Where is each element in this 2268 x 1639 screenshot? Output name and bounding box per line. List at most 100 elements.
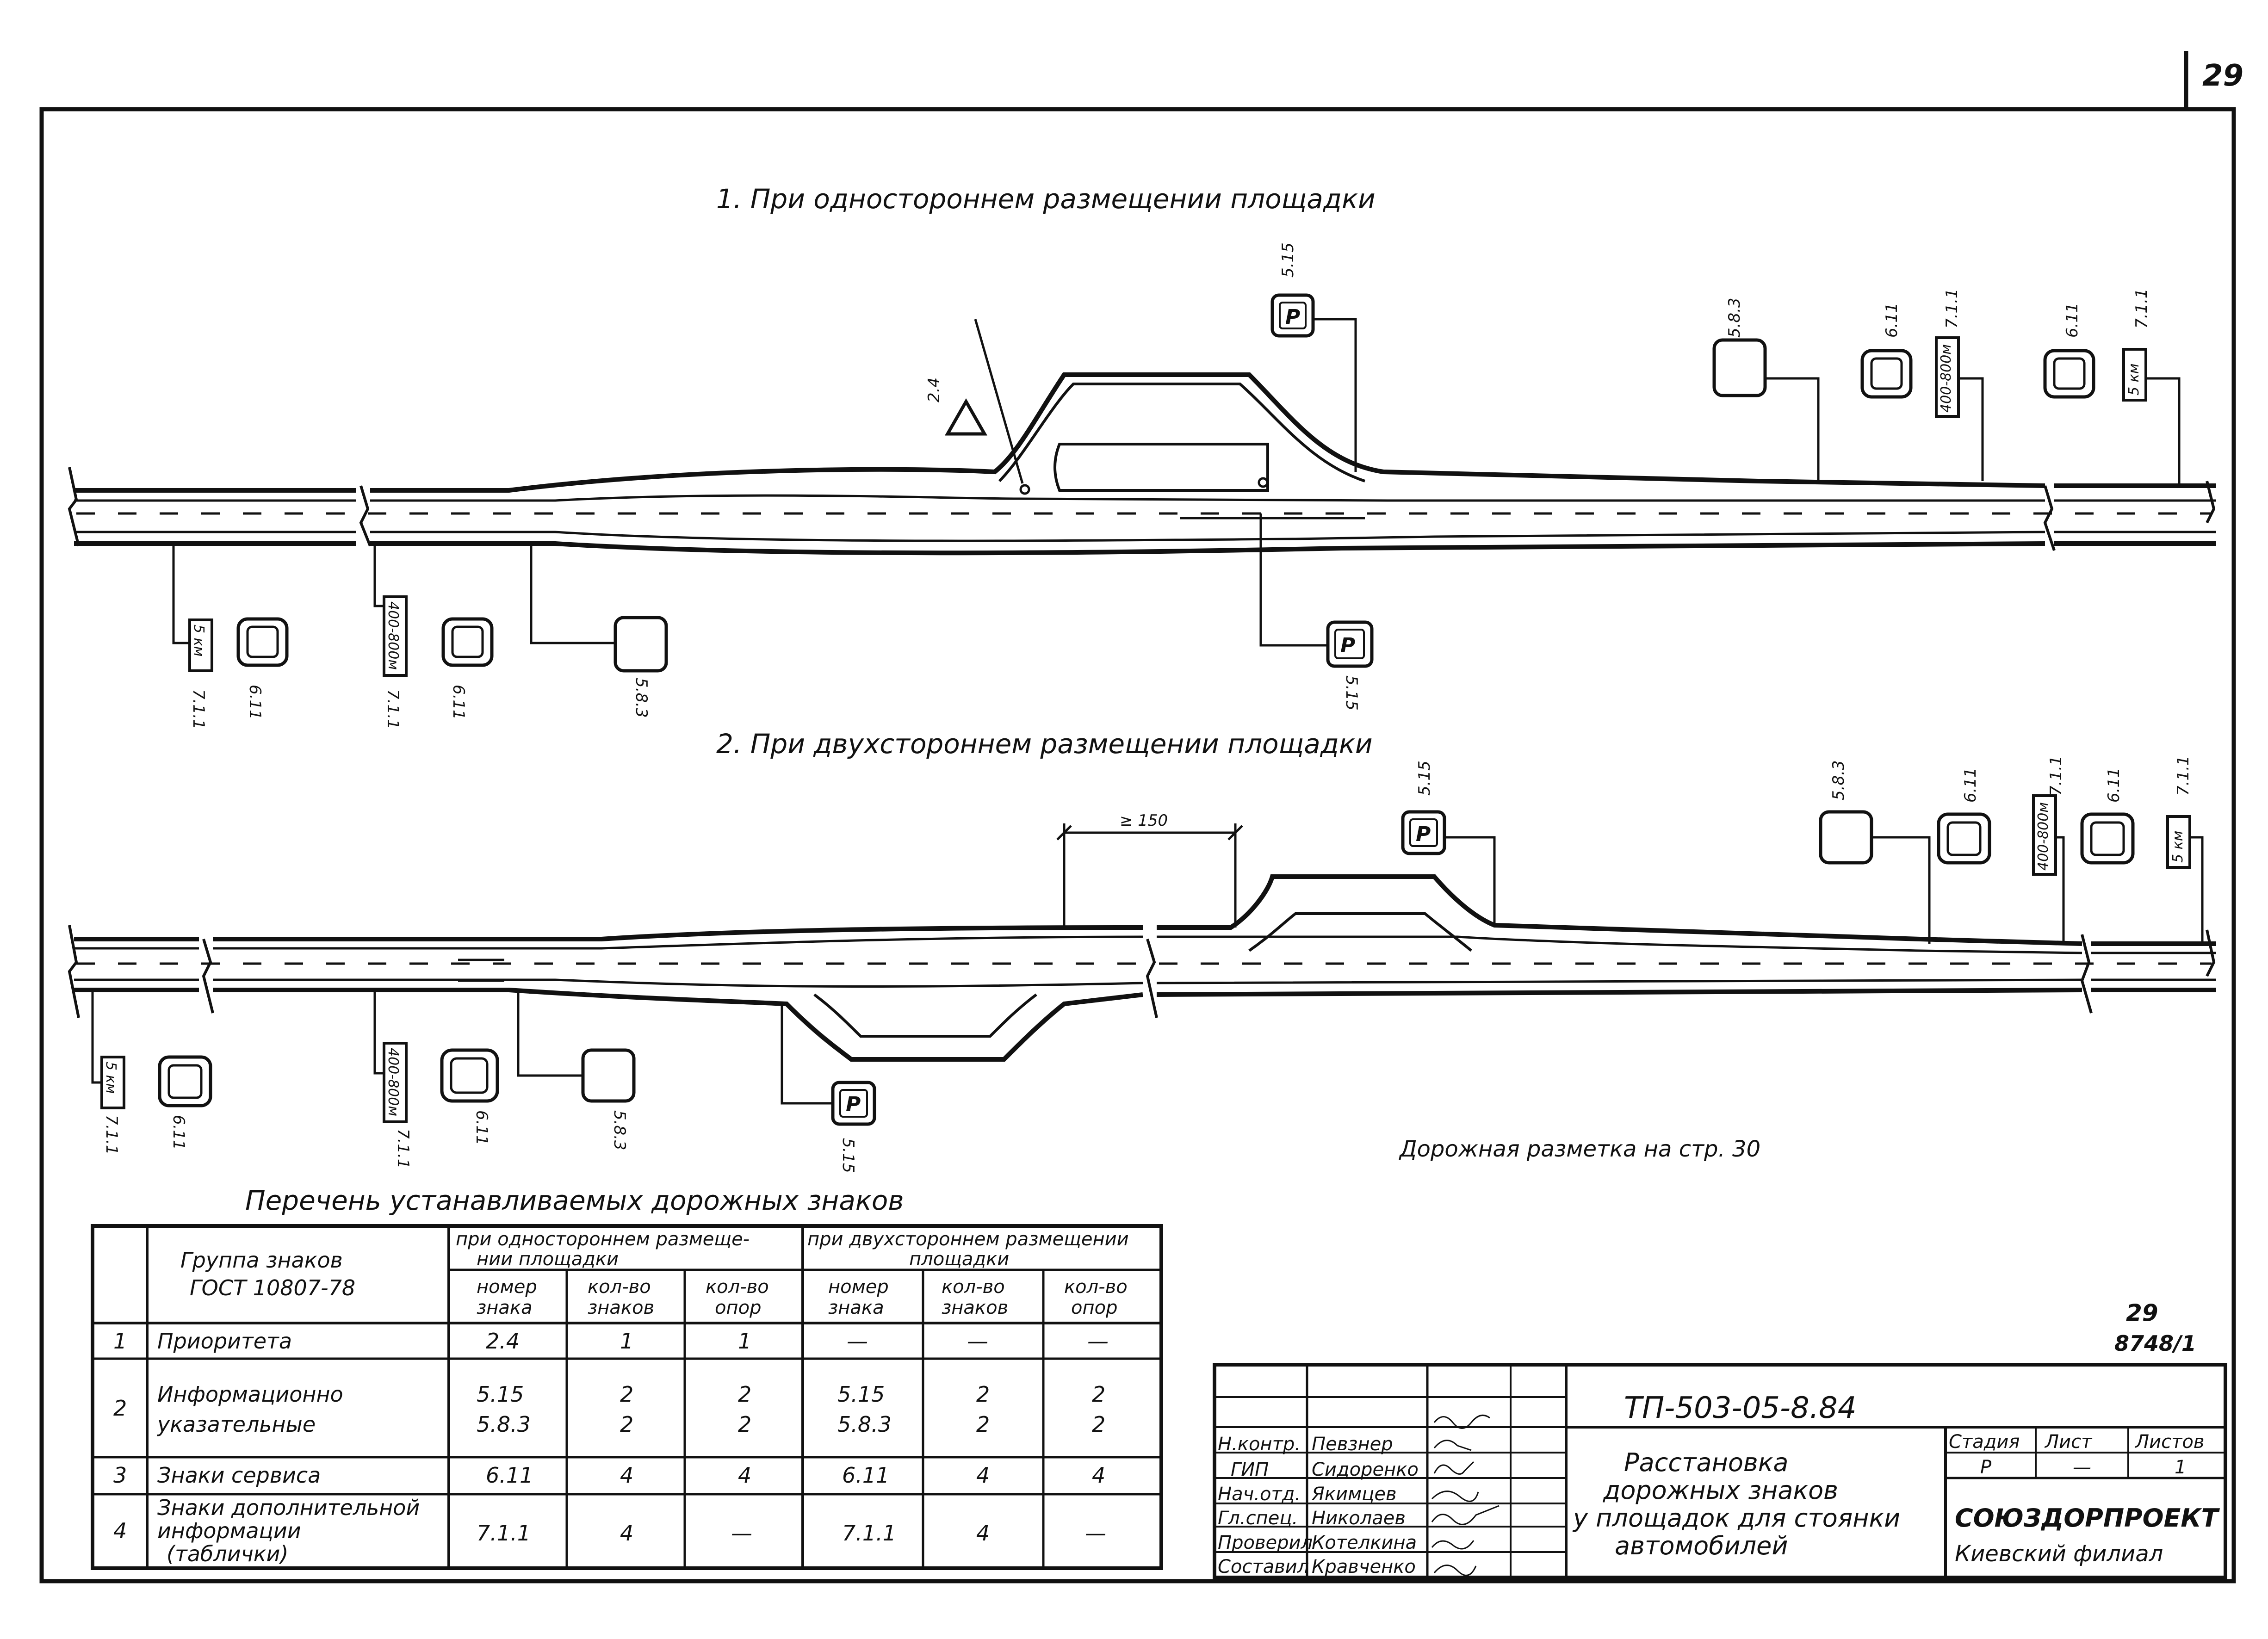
table-header-two-side-l2: площадки: [909, 1249, 1009, 1270]
row4-a-signs: 4: [620, 1521, 633, 1546]
scheme1-sign-5-8-3-bot: 5.8.3: [530, 544, 668, 718]
staff-name-3: Якимцев: [1311, 1484, 1397, 1505]
scheme1-sign-6-11-top-b: 5 км 6.11 7.1.1: [2043, 288, 2181, 483]
sign2-5-15-bot-label: 5.15: [839, 1138, 857, 1173]
sign-table-title: Перечень устанавливаемых дорожных знаков: [245, 1185, 904, 1216]
org-branch: Киевский филиал: [1955, 1541, 2163, 1567]
sign2-7-1-1-bot-a-label: 7.1.1: [102, 1115, 121, 1155]
doc-title-l1: Расстановка: [1624, 1448, 1788, 1477]
row2-b-posts-l2: 2: [1092, 1412, 1105, 1437]
row4-group-l3: (таблички): [167, 1541, 288, 1566]
scheme1-sign-2-4: 2.4: [925, 319, 1024, 484]
row4-a-num: 7.1.1: [477, 1521, 531, 1546]
staff-name-2: Сидоренко: [1312, 1459, 1419, 1480]
scheme2-road: [68, 874, 2216, 1062]
th-num-b-l1: номер: [828, 1276, 889, 1298]
scheme1-road: [68, 372, 2216, 556]
sign-table: [91, 1224, 1163, 1570]
road-marking-note: Дорожная разметка на стр. 30: [1399, 1136, 1760, 1162]
sheet-label: Лист: [2044, 1431, 2093, 1453]
th-qty-signs-a-l1: кол-во: [588, 1276, 651, 1298]
doc-title-l2: дорожных знаков: [1603, 1476, 1838, 1505]
th-num-a-l1: номер: [477, 1276, 537, 1298]
sheets-value: 1: [2175, 1457, 2186, 1478]
row2-a-posts-l2: 2: [738, 1412, 751, 1437]
row1-a-posts: 1: [738, 1329, 751, 1354]
row4-b-signs: 4: [976, 1521, 990, 1546]
org-name: СОЮЗДОРПРОЕКТ: [1955, 1503, 2220, 1533]
scheme1-sign-5-15-bot: P 5.15: [1259, 513, 1374, 711]
plate2-bot-b: 400-800м: [385, 1048, 401, 1116]
sign2-5-8-3-top-label: 5.8.3: [1829, 760, 1848, 800]
row1-a-signs: 1: [620, 1329, 633, 1354]
sign2-7-1-1-top-b-label: 7.1.1: [2174, 755, 2193, 796]
sign2-6-11-top-b-label: 6.11: [2105, 767, 2123, 803]
row3-b-posts: 4: [1092, 1463, 1105, 1488]
plate2-top-b: 5 км: [2170, 831, 2186, 863]
row3-a-posts: 4: [738, 1463, 751, 1488]
row3-a-signs: 4: [620, 1463, 633, 1488]
row3-n: 3: [113, 1463, 127, 1488]
row4-b-num: 7.1.1: [842, 1521, 896, 1546]
row1-a-num: 2.4: [486, 1329, 520, 1354]
row1-b-posts: —: [1087, 1329, 1109, 1354]
row1-group: Приоритета: [157, 1329, 292, 1354]
archive-mark-l2: 8748/1: [2114, 1331, 2196, 1356]
staff-role-3: Нач.отд.: [1218, 1484, 1301, 1505]
scheme2-sign-6-11-bot-a: 5 км 7.1.1 6.11: [91, 990, 212, 1155]
doc-title-l3: у площадок для стоянки: [1572, 1503, 1900, 1533]
sign-6-11-bot-a-label: 6.11: [246, 685, 264, 720]
scheme2-sign-5-8-3-top: 5.8.3: [1819, 760, 1931, 944]
scheme2-sign-6-11-bot-b: 400-800м 7.1.1 6.11: [373, 990, 499, 1169]
row4-group-l1: Знаки дополнительной: [157, 1495, 420, 1520]
plate-top-a: 400-800м: [1938, 344, 1954, 413]
staff-name-5: Котелкина: [1312, 1532, 1417, 1553]
row3-b-signs: 4: [976, 1463, 990, 1488]
scheme1-sign-6-11-bot-a: 5 км 7.1.1 6.11: [172, 544, 289, 730]
row4-a-posts: —: [731, 1521, 752, 1546]
scheme2-title: 2. При двухстороннем размещении площадки: [716, 728, 1373, 760]
sign-6-11-top-a-label: 6.11: [1883, 303, 1901, 338]
row2-a-num-l2: 5.8.3: [477, 1412, 531, 1437]
title-block-grid: [1213, 1363, 2227, 1579]
row2-n: 2: [113, 1396, 127, 1421]
scheme2-dimension: ≥ 150: [1056, 811, 1243, 928]
staff-name-1: Певзнер: [1312, 1434, 1393, 1455]
sign2-6-11-top-a-label: 6.11: [1961, 767, 1980, 803]
plate-bot-b: 400-800м: [385, 601, 401, 670]
sign-5-15-top-label: 5.15: [1279, 242, 1297, 278]
stage-value: Р: [1980, 1457, 1992, 1478]
th-num-b-l2: знака: [828, 1297, 884, 1318]
row1-b-num: —: [847, 1329, 868, 1354]
doc-title-l4: автомобилей: [1615, 1531, 1788, 1560]
sign-7-1-1-top-b-label: 7.1.1: [2132, 288, 2151, 328]
staff-name-4: Николаев: [1312, 1508, 1406, 1529]
row2-a-signs-l1: 2: [620, 1382, 633, 1407]
row3-group: Знаки сервиса: [157, 1463, 321, 1488]
scheme1-sign-6-11-top-a: 400-800м 6.11 7.1.1: [1860, 288, 1984, 481]
sign-7-1-1-top-a-label: 7.1.1: [1943, 288, 1961, 328]
sign2-7-1-1-top-a-label: 7.1.1: [2047, 755, 2065, 796]
sheets-label: Листов: [2134, 1431, 2204, 1453]
sign-7-1-1-bot-b-label: 7.1.1: [384, 689, 402, 730]
table-header-one-side-l1: при одностороннем размеще-: [456, 1229, 750, 1250]
scheme1-sign-5-15-top: P 5.15: [1270, 242, 1357, 472]
table-header-group-l1: Группа знаков: [180, 1248, 343, 1273]
scheme1-sign-5-8-3-top: 5.8.3: [1712, 297, 1820, 481]
stage-label: Стадия: [1949, 1431, 2020, 1453]
row2-group-l2: указательные: [156, 1412, 316, 1437]
sign-6-11-bot-b-label: 6.11: [449, 685, 468, 720]
row3-b-num: 6.11: [842, 1463, 889, 1488]
staff-name-6: Кравченко: [1312, 1556, 1416, 1577]
table-header-one-side-l2: нии площадки: [477, 1249, 619, 1270]
row2-b-signs-l2: 2: [976, 1412, 990, 1437]
row1-n: 1: [113, 1329, 127, 1354]
staff-role-2: ГИП: [1231, 1459, 1269, 1480]
scheme2-sign-6-11-top-a: 400-800м 6.11 7.1.1: [1937, 755, 2065, 944]
th-qty-signs-a-l2: знаков: [588, 1297, 654, 1318]
th-qty-signs-b-l1: кол-во: [942, 1276, 1005, 1298]
row2-b-num-l1: 5.15: [837, 1382, 885, 1407]
svg-text:P: P: [1340, 634, 1355, 657]
row2-a-num-l1: 5.15: [477, 1382, 524, 1407]
svg-text:P: P: [846, 1093, 861, 1116]
